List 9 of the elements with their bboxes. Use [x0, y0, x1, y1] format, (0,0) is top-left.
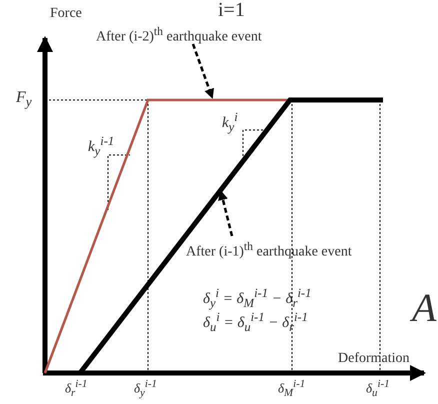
text-fragment: A	[412, 286, 436, 330]
axis-title: Force	[50, 5, 82, 23]
summation-index: i=1	[218, 0, 245, 22]
axis-title: Deformation	[338, 350, 410, 368]
leader-arrow	[218, 190, 234, 236]
annotation-text: After (i-1)$^{th}$ earthquake event	[186, 239, 352, 261]
axis-value: F$_{y}$	[16, 88, 32, 112]
annotation-text: After (i-2)$^{th}$ earthquake event	[96, 24, 262, 46]
leader-arrow	[192, 44, 214, 99]
